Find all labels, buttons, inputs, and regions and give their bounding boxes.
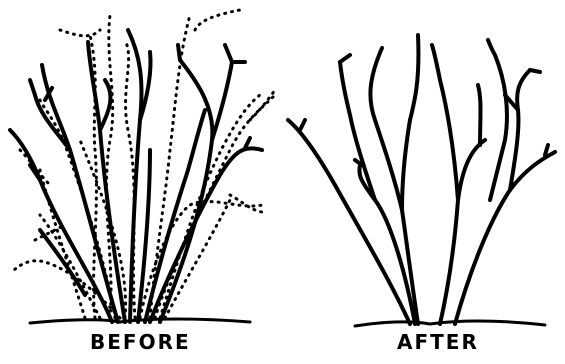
before-label: BEFORE <box>90 330 191 354</box>
after-branches <box>288 35 555 324</box>
before-ground-line <box>30 319 250 323</box>
after-label: AFTER <box>397 330 479 354</box>
after-ground-line <box>355 321 545 326</box>
before-solid-branches <box>10 30 262 322</box>
